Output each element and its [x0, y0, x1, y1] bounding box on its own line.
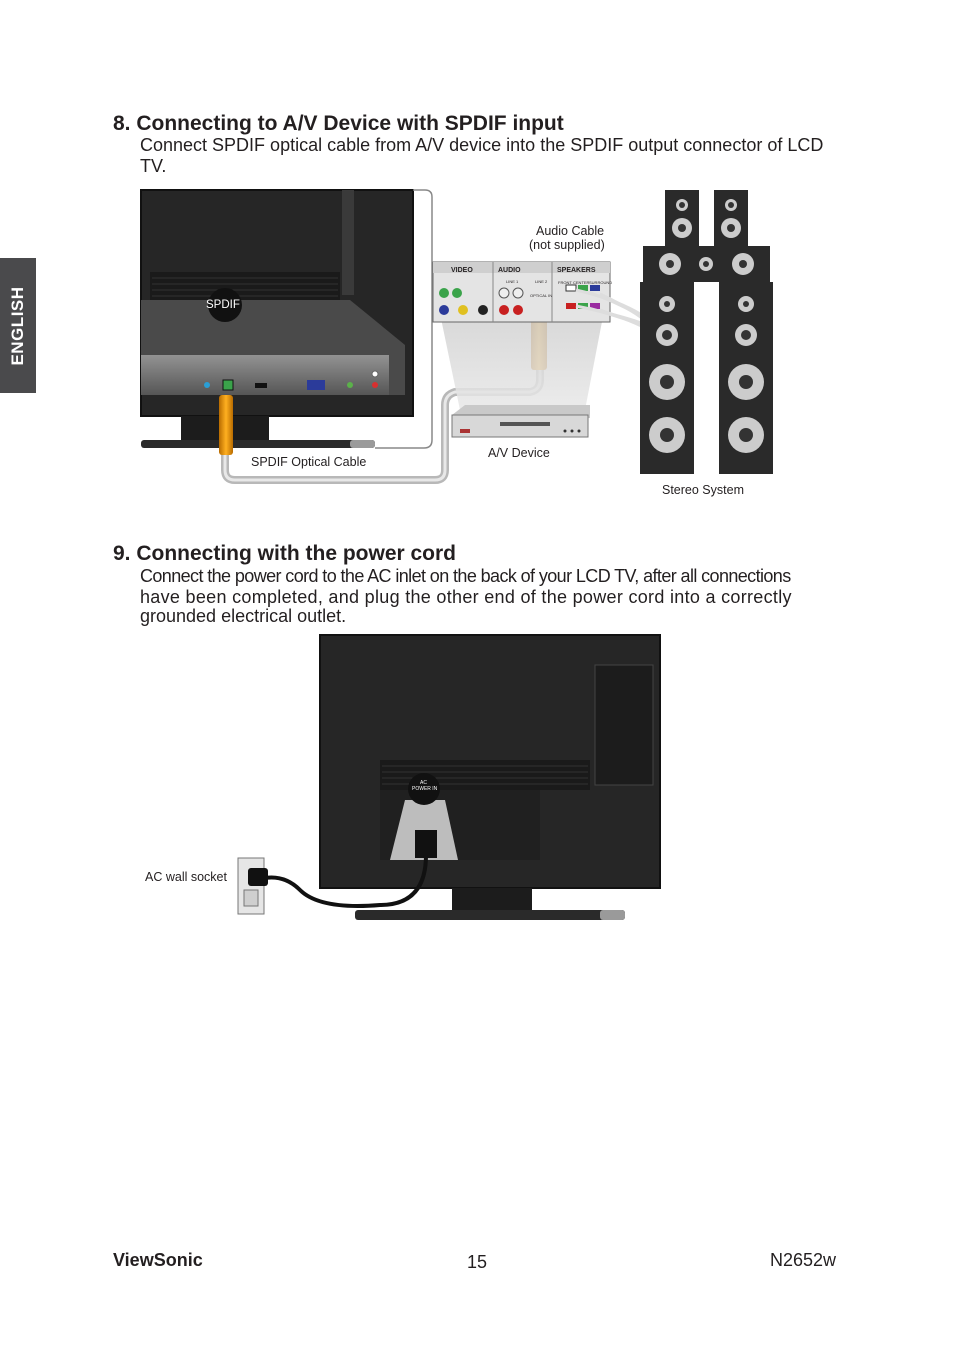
panel-video-label: VIDEO	[451, 267, 473, 274]
panel-line1-label: LINE 1	[506, 279, 519, 284]
ac-power-label: AC	[420, 780, 427, 786]
av-device-label: A/V Device	[488, 446, 550, 460]
spdif-cable-label: SPDIF Optical Cable	[251, 455, 367, 469]
panel-speakers-label: SPEAKERS	[557, 267, 596, 274]
section-9-body-line-1: Connect the power cord to the AC inlet o…	[140, 566, 791, 586]
spdif-port-label: SPDIF	[206, 299, 240, 311]
av-device-illustration	[451, 405, 590, 438]
panel-optical-in-label: OPTICAL IN	[530, 293, 553, 298]
av-back-panel	[432, 261, 611, 323]
stereo-system-label: Stereo System	[662, 483, 744, 497]
wall-socket-label: AC wall socket	[145, 870, 227, 884]
footer-page-number: 15	[467, 1252, 488, 1272]
panel-center-label: CENTER	[573, 280, 590, 285]
section-8-title: 8. Connecting to A/V Device with SPDIF i…	[113, 112, 564, 135]
panel-surround-label: SURROUND	[589, 280, 613, 285]
tv-back-illustration	[140, 189, 414, 448]
audio-cable-note: (not supplied)	[529, 238, 605, 252]
footer-model: N2652w	[770, 1250, 837, 1270]
section-9-title: 9. Connecting with the power cord	[113, 542, 457, 565]
panel-line2-label: LINE 2	[535, 279, 548, 284]
panel-audio-label: AUDIO	[498, 267, 521, 274]
section-8-body: Connect SPDIF optical cable from A/V dev…	[140, 135, 824, 176]
tv-back-power-illustration	[237, 634, 661, 920]
audio-cable-label: Audio Cable	[536, 224, 605, 238]
panel-front-label: FRONT	[558, 280, 572, 285]
language-tab: ENGLISH	[0, 258, 36, 393]
section-9-body-line-3: grounded electrical outlet.	[140, 606, 347, 626]
stereo-speakers-illustration	[640, 190, 773, 474]
ac-power-in-label: POWER IN	[412, 786, 438, 792]
section-9-body-line-2: have been completed, and plug the other …	[140, 587, 792, 607]
footer-brand: ViewSonic	[113, 1250, 203, 1270]
